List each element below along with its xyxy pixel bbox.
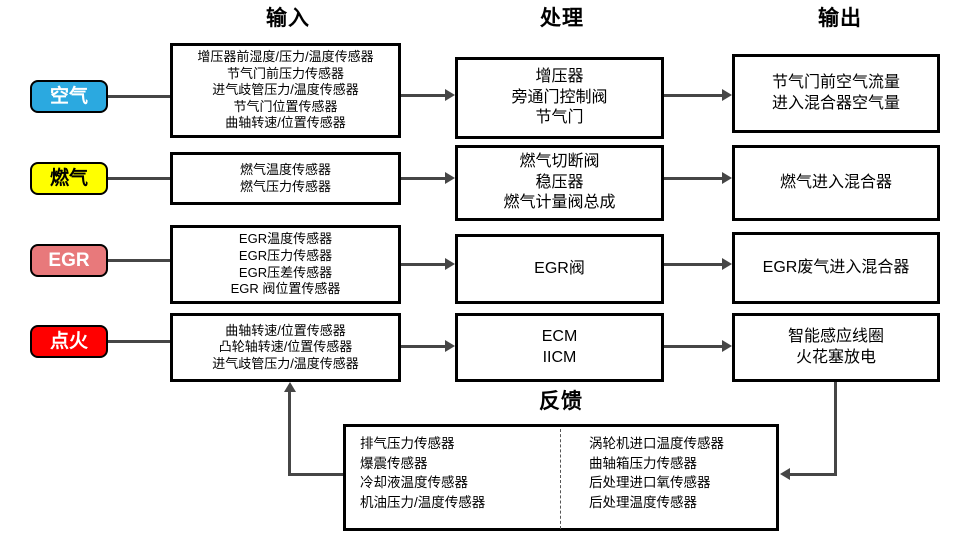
arrow-head-input-egr-to-process <box>445 258 455 270</box>
feedback-left-line-2: 爆震传感器 <box>360 455 428 471</box>
arrow-line-input-ignition-to-process <box>401 345 445 348</box>
arrow-head-process-ignition-to-output <box>722 340 732 352</box>
feedback-right-line-3: 后处理进口氧传感器 <box>589 475 711 491</box>
arrow-line-process-egr-to-output <box>664 263 722 266</box>
source-pill-air-label: 空气 <box>49 86 88 107</box>
feedback-left-line-1: 排气压力传感器 <box>360 436 455 451</box>
feedback-divider <box>560 429 561 529</box>
arrow-line-input-gas-to-process <box>401 177 445 180</box>
feedback-line-output-down <box>834 382 837 476</box>
source-pill-ignition-label: 点火 <box>49 331 88 352</box>
input-box-egr: EGR温度传感器 EGR压力传感器 EGR压差传感器 EGR 阀位置传感器 <box>170 225 401 304</box>
output-air-line-1: 节气门前空气流量 <box>771 74 900 92</box>
source-pill-gas-label: 燃气 <box>49 168 88 189</box>
process-air-line-2: 旁通门控制阀 <box>511 88 608 106</box>
process-gas-line-2: 稳压器 <box>535 173 584 191</box>
input-ignition-line-3: 进气歧管压力/温度传感器 <box>212 355 359 371</box>
input-ignition-line-1: 曲轴转速/位置传感器 <box>225 322 346 338</box>
connector-air-to-input <box>108 95 170 98</box>
output-ignition-line-2: 火花塞放电 <box>795 348 876 366</box>
input-air-line-2: 节气门前压力传感器 <box>226 65 344 81</box>
source-pill-air[interactable]: 空气 <box>30 80 108 113</box>
process-box-egr: EGR阀 <box>455 234 664 304</box>
feedback-line-up <box>288 392 291 476</box>
column-heading-output: 输出 <box>818 7 862 30</box>
input-egr-line-1: EGR温度传感器 <box>238 231 333 247</box>
input-box-gas: 燃气温度传感器 燃气压力传感器 <box>170 152 401 205</box>
process-gas-line-3: 燃气计量阀总成 <box>503 194 616 212</box>
process-box-ignition: ECM IICM <box>455 313 664 382</box>
input-gas-line-2: 燃气压力传感器 <box>239 178 331 194</box>
arrow-head-process-gas-to-output <box>722 172 732 184</box>
source-pill-gas[interactable]: 燃气 <box>30 162 108 195</box>
feedback-box: 排气压力传感器 爆震传感器 冷却液温度传感器 机油压力/温度传感器 涡轮机进口温… <box>343 424 779 531</box>
process-gas-line-1: 燃气切断阀 <box>519 153 600 171</box>
input-air-line-4: 节气门位置传感器 <box>233 98 338 114</box>
feedback-column-right: 涡轮机进口温度传感器 曲轴箱压力传感器 后处理进口氧传感器 后处理温度传感器 <box>561 427 776 528</box>
input-air-line-3: 进气歧管压力/温度传感器 <box>212 82 359 98</box>
arrow-head-input-gas-to-process <box>445 172 455 184</box>
process-air-line-3: 节气门 <box>535 109 584 127</box>
process-ignition-line-2: IICM <box>542 348 577 366</box>
arrow-line-input-air-to-process <box>401 94 445 97</box>
process-air-line-1: 增压器 <box>535 68 584 86</box>
output-box-air: 节气门前空气流量 进入混合器空气量 <box>732 54 940 133</box>
feedback-line-box-left <box>288 473 344 476</box>
arrow-head-process-egr-to-output <box>722 258 732 270</box>
output-gas-line-1: 燃气进入混合器 <box>779 173 892 191</box>
input-egr-line-3: EGR压差传感器 <box>238 264 333 280</box>
arrow-head-input-ignition-to-process <box>445 340 455 352</box>
input-gas-line-1: 燃气温度传感器 <box>239 161 331 177</box>
feedback-right-line-2: 曲轴箱压力传感器 <box>589 455 697 471</box>
feedback-arrow-into-input <box>284 382 296 392</box>
source-pill-ignition[interactable]: 点火 <box>30 325 108 358</box>
output-egr-line-1: EGR废气进入混合器 <box>762 258 910 276</box>
input-box-ignition: 曲轴转速/位置传感器 凸轮轴转速/位置传感器 进气歧管压力/温度传感器 <box>170 313 401 382</box>
input-egr-line-4: EGR 阀位置传感器 <box>230 281 341 297</box>
connector-ignition-to-input <box>108 340 170 343</box>
connector-egr-to-input <box>108 259 170 262</box>
output-box-ignition: 智能感应线圈 火花塞放电 <box>732 313 940 382</box>
output-box-egr: EGR废气进入混合器 <box>732 232 940 304</box>
feedback-left-line-4: 机油压力/温度传感器 <box>360 494 486 510</box>
source-pill-egr-label: EGR <box>48 250 90 271</box>
feedback-right-line-1: 涡轮机进口温度传感器 <box>589 436 724 451</box>
column-heading-feedback: 反馈 <box>539 390 583 413</box>
feedback-arrow-into-box <box>780 468 790 480</box>
arrow-line-process-ignition-to-output <box>664 345 722 348</box>
input-air-line-1: 增压器前湿度/压力/温度传感器 <box>197 48 374 64</box>
column-heading-process: 处理 <box>540 7 584 30</box>
feedback-line-output-left <box>790 473 837 476</box>
process-egr-line-1: EGR阀 <box>534 259 585 277</box>
input-ignition-line-2: 凸轮轴转速/位置传感器 <box>218 339 353 355</box>
input-air-line-5: 曲轴转速/位置传感器 <box>225 115 346 131</box>
process-box-air: 增压器 旁通门控制阀 节气门 <box>455 57 664 139</box>
arrow-line-input-egr-to-process <box>401 263 445 266</box>
arrow-line-process-air-to-output <box>664 94 722 97</box>
arrow-head-process-air-to-output <box>722 89 732 101</box>
input-box-air: 增压器前湿度/压力/温度传感器 节气门前压力传感器 进气歧管压力/温度传感器 节… <box>170 43 401 138</box>
column-heading-input: 输入 <box>266 7 310 30</box>
connector-gas-to-input <box>108 177 170 180</box>
feedback-column-left: 排气压力传感器 爆震传感器 冷却液温度传感器 机油压力/温度传感器 <box>346 427 561 528</box>
output-ignition-line-1: 智能感应线圈 <box>787 328 884 346</box>
process-box-gas: 燃气切断阀 稳压器 燃气计量阀总成 <box>455 145 664 221</box>
feedback-right-line-4: 后处理温度传感器 <box>589 494 697 510</box>
arrow-line-process-gas-to-output <box>664 177 722 180</box>
arrow-head-input-air-to-process <box>445 89 455 101</box>
feedback-left-line-3: 冷却液温度传感器 <box>360 475 468 491</box>
source-pill-egr[interactable]: EGR <box>30 244 108 277</box>
output-air-line-2: 进入混合器空气量 <box>771 94 900 112</box>
input-egr-line-2: EGR压力传感器 <box>238 247 333 263</box>
output-box-gas: 燃气进入混合器 <box>732 145 940 221</box>
process-ignition-line-1: ECM <box>541 328 578 346</box>
